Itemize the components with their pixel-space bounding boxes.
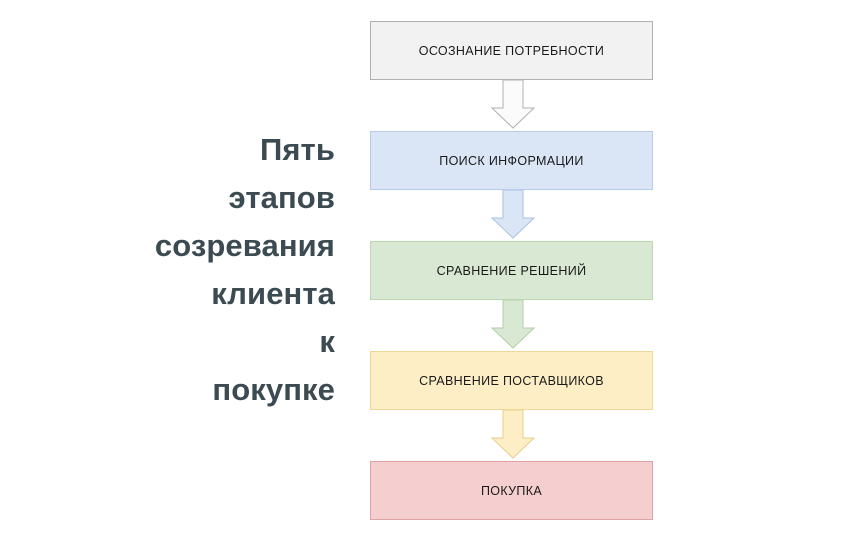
stage-box-purchase[interactable]: ПОКУПКА bbox=[370, 461, 653, 520]
arrow-shape-4 bbox=[491, 410, 535, 459]
stage-label-information-search: ПОИСК ИНФОРМАЦИИ bbox=[439, 153, 584, 168]
flow-arrow-2 bbox=[491, 190, 535, 239]
stage-box-information-search[interactable]: ПОИСК ИНФОРМАЦИИ bbox=[370, 131, 653, 190]
stage-label-supplier-comparison: СРАВНЕНИЕ ПОСТАВЩИКОВ bbox=[419, 373, 604, 388]
flow-arrow-4 bbox=[491, 410, 535, 459]
stage-label-awareness: ОСОЗНАНИЕ ПОТРЕБНОСТИ bbox=[418, 43, 605, 58]
stage-label-solution-comparison: СРАВНЕНИЕ РЕШЕНИЙ bbox=[436, 263, 587, 278]
flow-arrow-1 bbox=[491, 80, 535, 129]
stage-box-supplier-comparison[interactable]: СРАВНЕНИЕ ПОСТАВЩИКОВ bbox=[370, 351, 653, 410]
stage-box-solution-comparison[interactable]: СРАВНЕНИЕ РЕШЕНИЙ bbox=[370, 241, 653, 300]
stage-box-awareness[interactable]: ОСОЗНАНИЕ ПОТРЕБНОСТИ bbox=[370, 21, 653, 80]
stage-flow-column: ОСОЗНАНИЕ ПОТРЕБНОСТИ ПОИСК ИНФОРМАЦИИ С… bbox=[370, 21, 653, 521]
flow-arrow-3 bbox=[491, 300, 535, 349]
arrow-shape-3 bbox=[491, 300, 535, 349]
diagram-title: Пять этапов созревания клиента к покупке bbox=[154, 132, 335, 407]
arrow-shape-1 bbox=[491, 80, 535, 129]
arrow-shape-2 bbox=[491, 190, 535, 239]
stage-label-purchase: ПОКУПКА bbox=[480, 483, 543, 498]
